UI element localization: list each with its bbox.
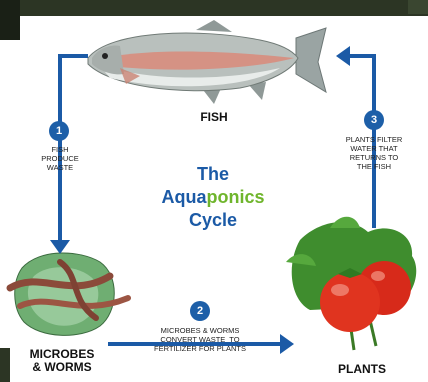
microbes-worms-label: MICROBES & WORMS bbox=[16, 348, 108, 374]
step-3-line3: RETURNS TO bbox=[336, 153, 412, 162]
title-ponics: ponics bbox=[206, 187, 264, 207]
microbes-worms-illustration bbox=[10, 253, 128, 335]
title-line2: Aquaponics bbox=[128, 186, 298, 209]
step-2-line3: FERTILIZER FOR PLANTS bbox=[132, 344, 268, 353]
step-3-line1: PLANTS FILTER bbox=[336, 135, 412, 144]
fish-illustration bbox=[88, 20, 326, 104]
arrowhead-left bbox=[336, 46, 350, 66]
fish-label: FISH bbox=[184, 110, 244, 124]
arrowhead-right bbox=[280, 334, 294, 354]
step-2-badge: 2 bbox=[190, 301, 210, 321]
plants-label: PLANTS bbox=[322, 362, 402, 376]
step-1-badge: 1 bbox=[49, 121, 69, 141]
step-3-badge: 3 bbox=[364, 110, 384, 130]
diagram-title: The Aquaponics Cycle bbox=[128, 163, 298, 232]
arrowhead-down bbox=[50, 240, 70, 254]
title-line3: Cycle bbox=[128, 209, 298, 232]
step-2-line2: CONVERT WASTE TO bbox=[132, 335, 268, 344]
step-1-line2: PRODUCE bbox=[26, 154, 94, 163]
step-2-line1: MICROBES & WORMS bbox=[132, 326, 268, 335]
step-3-line4: THE FISH bbox=[336, 162, 412, 171]
step-1-caption: FISH PRODUCE WASTE bbox=[26, 145, 94, 172]
step-3-caption: PLANTS FILTER WATER THAT RETURNS TO THE … bbox=[336, 135, 412, 171]
microbes-label-line2: & WORMS bbox=[16, 361, 108, 374]
title-line1: The bbox=[128, 163, 298, 186]
title-aqua: Aqua bbox=[161, 187, 206, 207]
step-3-line2: WATER THAT bbox=[336, 144, 412, 153]
step-2-caption: MICROBES & WORMS CONVERT WASTE TO FERTIL… bbox=[132, 326, 268, 353]
step-1-line3: WASTE bbox=[26, 163, 94, 172]
step-1-line1: FISH bbox=[26, 145, 94, 154]
plants-illustration bbox=[286, 217, 416, 350]
